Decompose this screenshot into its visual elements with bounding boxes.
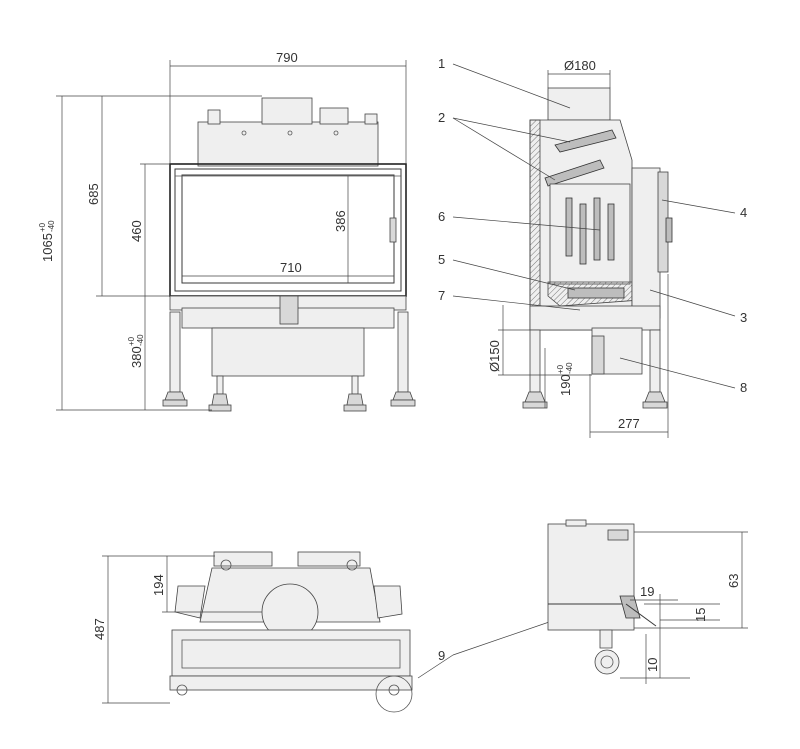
front-top-housing — [197, 121, 379, 167]
callout-4: 4 — [740, 205, 747, 220]
front-dimensions: 790 1065 +0 -40 685 460 380 +0 -40 386 7… — [38, 50, 407, 411]
dim-front-width: 790 — [276, 50, 298, 65]
side-dimensions: Ø180 Ø150 190 +0 -40 277 — [487, 58, 669, 438]
callouts: 1 2 6 5 7 4 3 8 9 — [417, 56, 747, 679]
dim-detail-63: 63 — [726, 574, 741, 588]
callout-6: 6 — [438, 209, 445, 224]
callout-8: 8 — [740, 380, 747, 395]
svg-text:+0: +0 — [38, 222, 47, 232]
dim-detail-10: 10 — [645, 658, 660, 672]
dim-top-offset: 194 — [151, 574, 166, 596]
side-door — [631, 167, 661, 319]
dim-glass-width: 710 — [280, 260, 302, 275]
dim-detail-19: 19 — [640, 584, 654, 599]
svg-text:-40: -40 — [565, 362, 574, 374]
dim-top-depth: 487 — [92, 618, 107, 640]
svg-text:-40: -40 — [136, 334, 145, 346]
detail-view — [547, 519, 657, 675]
callout-3: 3 — [740, 310, 747, 325]
top-dimensions: 487 194 — [92, 555, 262, 704]
dim-height-total: 1065 — [40, 233, 55, 262]
detail-wheel — [594, 649, 620, 675]
svg-text:+0: +0 — [556, 364, 565, 374]
callout-5: 5 — [438, 252, 445, 267]
dim-glass-height: 386 — [333, 210, 348, 232]
dim-air-inlet-diameter: Ø150 — [487, 340, 502, 372]
side-flue-collar — [547, 87, 611, 121]
dim-height-460: 460 — [129, 220, 144, 242]
svg-text:+0: +0 — [127, 336, 136, 346]
dim-air-inlet-height: 190 — [558, 374, 573, 396]
detail-dimensions: 63 19 15 10 — [620, 531, 748, 684]
dim-flue-diameter: Ø180 — [564, 58, 596, 73]
svg-text:-40: -40 — [47, 220, 56, 232]
callout-2: 2 — [438, 110, 445, 125]
dim-side-depth: 277 — [618, 416, 640, 431]
dim-detail-15: 15 — [693, 608, 708, 622]
side-view — [522, 87, 673, 409]
callout-1: 1 — [438, 56, 445, 71]
dim-height-685: 685 — [86, 183, 101, 205]
top-view — [169, 551, 413, 713]
side-firebox — [549, 183, 631, 285]
dim-leg-height: 380 — [129, 346, 144, 368]
front-view — [162, 97, 416, 412]
callout-9: 9 — [438, 648, 445, 663]
front-flue-collar — [261, 97, 313, 125]
callout-7: 7 — [438, 288, 445, 303]
front-air-box — [211, 327, 365, 377]
